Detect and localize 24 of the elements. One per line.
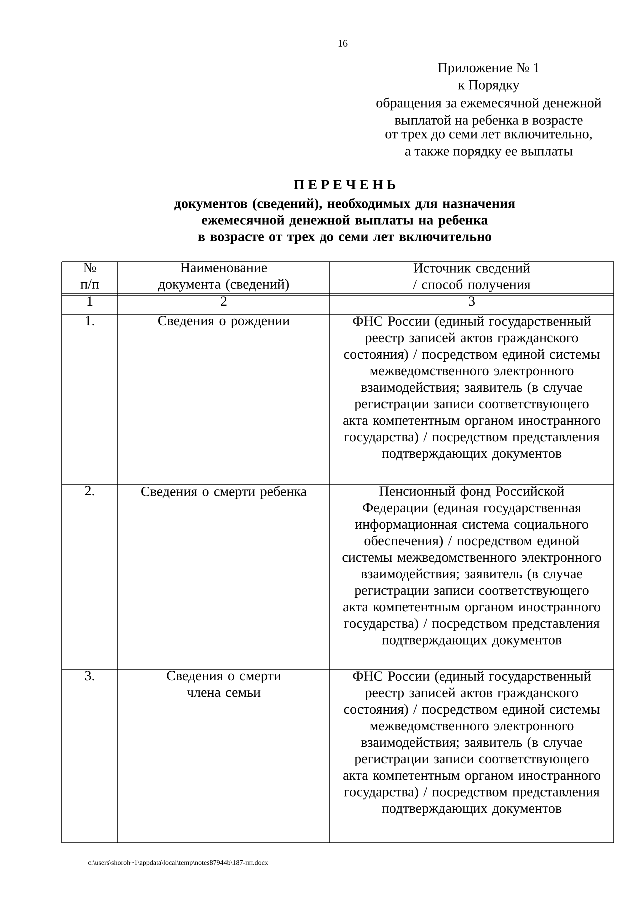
appendix-note: от трех до семи лет включительно,	[386, 132, 592, 142]
table-text: 2	[221, 296, 227, 306]
table-text: 1	[88, 296, 93, 306]
appendix-note: обращения за ежемесячной денежной	[376, 98, 602, 111]
table-text: ФНС России (единый государственный реестр записей актов гражданского состояния) / посредством единой системы межведомственного электронного взаимодействия; заявитель (в случае регистрации записи соответствующего акта компетентным органом иностранного государства) / посредством представления подтверждающих документов	[344, 671, 600, 816]
table-text: ФНС России (единый государственный реестр записей актов гражданского состояния) / посредством единой системы межведомственного электронного взаимодействия; заявитель (в случае регистрации записи соответствующего акта компетентным органом иностранного государства) / посредством представления подтверждающих документов	[344, 316, 600, 462]
table-text: 1.	[86, 316, 94, 326]
table-text: Сведения о смерти ребенка	[142, 486, 307, 500]
appendix-note: выплатой на ребенка в возрасте	[394, 114, 583, 128]
table-text: Источник сведений / способ получения	[413, 263, 531, 292]
appendix-note: а также порядку ее выплаты	[405, 149, 573, 159]
table-text: 3.	[85, 671, 94, 681]
appendix-note: к Порядку	[458, 80, 520, 93]
page-number: 16	[338, 40, 348, 47]
table-text: Сведения о смерти члена семьи	[167, 671, 282, 698]
appendix-note: Приложение № 1	[438, 63, 540, 76]
table-text: 2.	[85, 486, 94, 496]
table-text: 3	[469, 296, 475, 306]
table-text: Наименование документа (сведений)	[158, 263, 289, 292]
table-text: Сведения о рождении	[158, 316, 290, 328]
document-subtitle: документов (сведений), необходимых для назначения ежемесячной денежной выплаты на ребенка в возрасте от трех до семи лет включительно	[174, 198, 516, 244]
table-text: Пенсионный фонд Российской Федерации (единая государственная информационная система социального обеспечения) / посредством единой системы межведомственного электронного взаимодействия; заявитель (в случае регистрации записи соответствующего акта компетентным органом иностранного государства) / посредством представления подтверждающих документов	[342, 486, 602, 648]
document-title: П Е Р Е Ч Е Н Ь	[294, 180, 396, 190]
table-text: № п/п	[80, 263, 100, 290]
